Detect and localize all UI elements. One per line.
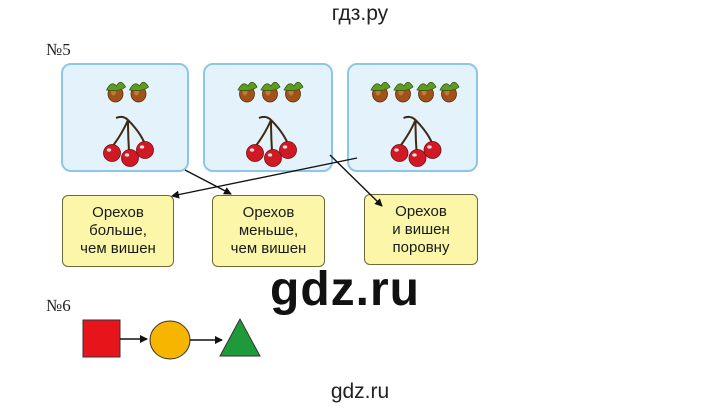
picture-card-1 bbox=[61, 63, 189, 172]
hazelnut-icon bbox=[283, 81, 304, 103]
answer-line: меньше, bbox=[238, 222, 299, 239]
answer-line: Орехов bbox=[242, 204, 295, 221]
hazelnut-icon bbox=[105, 81, 127, 103]
answer-line: поровну bbox=[392, 238, 450, 256]
answer-box-fewer-nuts: Орехов меньше, чем вишен bbox=[212, 195, 325, 267]
watermark-bottom: gdz.ru bbox=[330, 380, 390, 403]
answer-line: и вишен bbox=[392, 220, 450, 238]
picture-card-2 bbox=[203, 63, 333, 172]
yellow-circle bbox=[149, 320, 191, 360]
card-1-picture bbox=[103, 81, 154, 167]
red-square bbox=[82, 319, 121, 358]
answer-line: Орехов bbox=[395, 202, 447, 220]
hazelnut-icon bbox=[237, 81, 258, 103]
cherries-icon bbox=[103, 115, 154, 167]
answer-line: чем вишен bbox=[230, 240, 307, 257]
nuts-group bbox=[105, 81, 150, 103]
cherries-icon bbox=[390, 115, 442, 167]
watermark-middle: gdz.ru bbox=[270, 263, 420, 316]
answer-box-more-nuts: Орехов больше, чем вишен bbox=[62, 195, 174, 267]
task-5-number: №5 bbox=[46, 40, 71, 59]
answer-line: чем вишен bbox=[80, 240, 156, 257]
cherry-bunch bbox=[103, 115, 154, 167]
nuts-group bbox=[237, 81, 304, 103]
cherry-bunch bbox=[390, 115, 442, 167]
answer-box-equal: Орехов и вишен поровну bbox=[364, 194, 478, 265]
answer-line: больше, bbox=[89, 222, 147, 239]
green-triangle bbox=[219, 317, 261, 357]
hazelnut-icon bbox=[370, 81, 391, 103]
nuts-group bbox=[370, 81, 460, 103]
answer-line: Орехов bbox=[92, 204, 144, 221]
hazelnut-icon bbox=[260, 81, 281, 103]
picture-card-3 bbox=[347, 63, 478, 172]
hazelnut-icon bbox=[416, 81, 437, 103]
hazelnut-icon bbox=[393, 81, 414, 103]
task-6-number: №6 bbox=[46, 296, 71, 315]
card-3-picture bbox=[370, 81, 460, 167]
watermark-top: гдз.ру bbox=[331, 2, 389, 25]
hazelnut-icon bbox=[439, 81, 460, 103]
hazelnut-icon bbox=[128, 81, 150, 103]
